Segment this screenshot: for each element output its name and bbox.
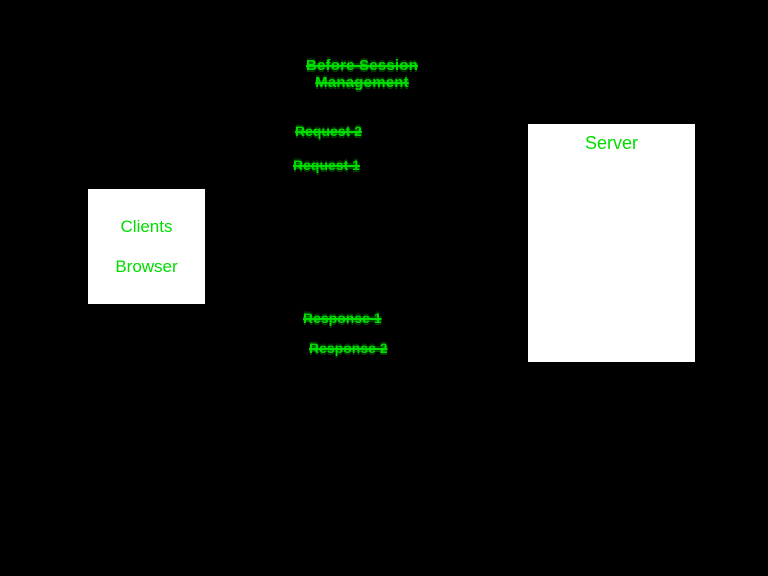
client-box-label-clients: Clients <box>120 217 173 236</box>
server-box-label: Server <box>584 133 638 153</box>
flow-label-response-2: Response 2 <box>309 340 388 356</box>
flow-label-request-1: Request 1 <box>293 157 360 173</box>
diagram-title: Before Session Management <box>305 57 418 91</box>
client-browser-box: Clients Browser <box>88 189 205 304</box>
flow-label-response-1: Response 1 <box>303 310 382 326</box>
server-box: Server <box>528 124 695 362</box>
flow-label-request-2: Request 2 <box>295 123 362 139</box>
client-box-label-browser: Browser <box>115 257 178 276</box>
